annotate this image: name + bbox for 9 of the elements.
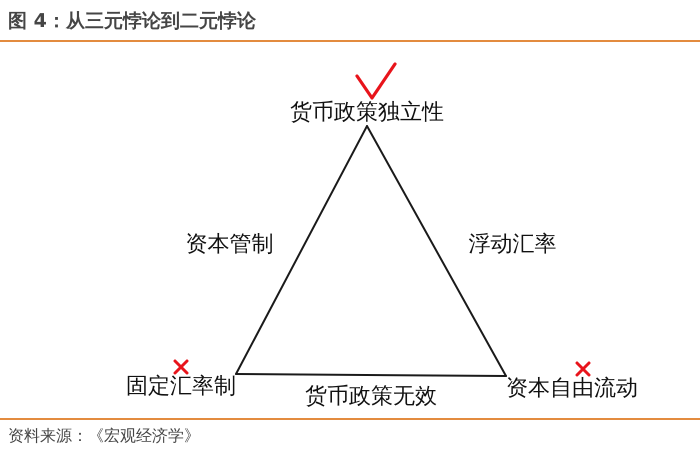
- figure-title: 图 4：从三元悖论到二元悖论: [8, 9, 256, 33]
- triangle-side: [235, 373, 507, 377]
- vertex-label: 货币政策独立性: [290, 100, 444, 126]
- triangle-side: [366, 125, 507, 377]
- vertex-label: 资本自由流动: [506, 376, 638, 402]
- vertex-label: 固定汇率制: [126, 374, 236, 400]
- edge-label: 货币政策无效: [305, 384, 437, 410]
- source-note: 资料来源：《宏观经济学》: [8, 425, 200, 447]
- triangle-side: [235, 125, 368, 375]
